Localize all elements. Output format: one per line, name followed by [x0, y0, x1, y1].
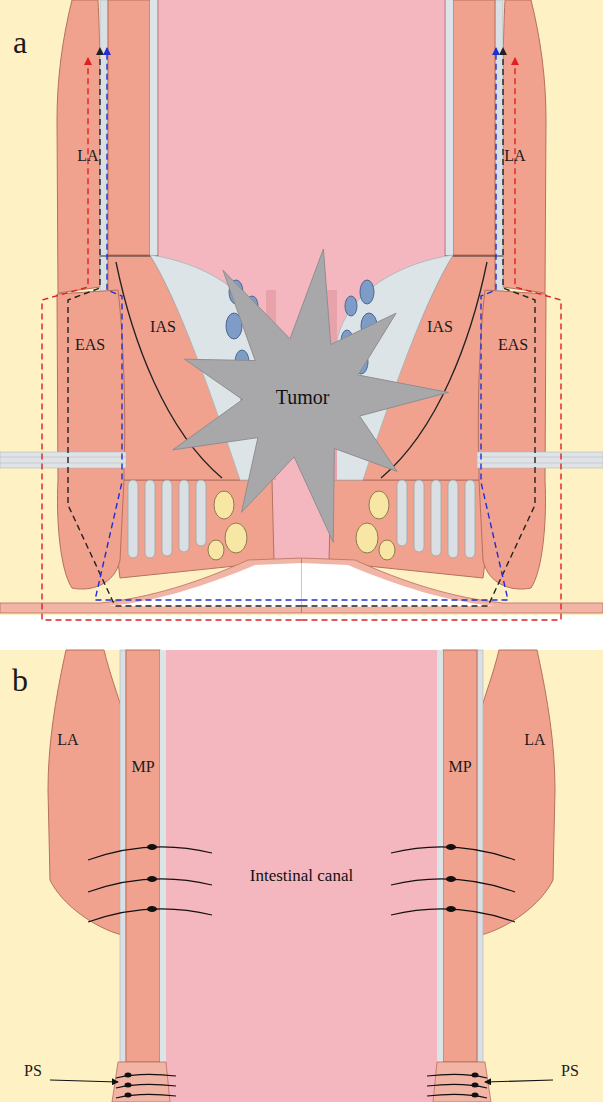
muscle-label: LA — [57, 732, 78, 748]
levator-ani — [57, 0, 100, 293]
resection-lines — [42, 48, 302, 620]
suture — [116, 1094, 176, 1098]
knot — [147, 876, 157, 882]
crypt — [128, 480, 138, 558]
muscle-label: LA — [77, 148, 98, 164]
suture — [88, 909, 212, 922]
resection-plane-red — [42, 58, 302, 620]
anal-glands — [208, 491, 247, 560]
knot — [147, 844, 157, 850]
resection-lines-mirror — [302, 48, 562, 620]
gland — [208, 540, 224, 560]
panel-a-half-mirror — [301, 0, 603, 613]
muscle-label: LA — [524, 732, 545, 748]
crypt — [162, 480, 172, 556]
tumor-shape: Tumor — [150, 245, 455, 550]
sutures — [50, 844, 212, 1098]
leader-arrow — [50, 1080, 118, 1082]
rectal-wall — [108, 0, 150, 256]
gland — [225, 523, 247, 553]
resection-plane-black — [68, 48, 302, 606]
band-line — [0, 457, 126, 458]
knot — [125, 1073, 132, 1078]
external-sphincter — [57, 290, 125, 589]
muscle-label: EAS — [75, 337, 105, 353]
muscle-label: EAS — [498, 337, 528, 353]
node-text: Tumor — [276, 386, 330, 409]
muscle-label: MP — [131, 759, 154, 775]
anal-skin — [112, 1062, 170, 1102]
panel-letter: b — [12, 664, 28, 696]
crypt — [145, 480, 155, 558]
levator-ani — [48, 650, 122, 935]
knot — [125, 1083, 132, 1088]
anal-crypts — [128, 480, 206, 558]
node-text: Intestinal canal — [250, 866, 353, 886]
suture — [116, 1084, 176, 1088]
tumor-outline — [173, 249, 449, 542]
band-fill — [0, 452, 126, 468]
suture-knots — [125, 844, 158, 1098]
fascia-layer — [120, 650, 126, 1062]
muscle-label: MP — [448, 759, 471, 775]
wall-boundary — [100, 256, 158, 257]
structure-label: PS — [561, 1063, 579, 1079]
anal-opening — [108, 563, 302, 607]
muscle-label: IAS — [150, 319, 176, 335]
suture-lines — [88, 847, 212, 1098]
fat-tissue — [0, 650, 603, 1102]
submucosa — [160, 650, 166, 1070]
crypt — [196, 480, 206, 546]
muscularis-propria — [126, 650, 160, 1062]
muscle-label: IAS — [427, 319, 453, 335]
lumen-band: Intestinal canal — [166, 650, 437, 1102]
muscle-label: LA — [504, 148, 525, 164]
band-line — [0, 463, 126, 464]
suture — [88, 879, 212, 892]
knot — [125, 1093, 132, 1098]
sutures-mirror — [391, 844, 553, 1098]
panel-letter: a — [13, 26, 27, 58]
gland — [214, 491, 234, 519]
structure-label: PS — [24, 1063, 42, 1079]
resection-plane-blue — [95, 48, 302, 600]
submucosa — [150, 0, 158, 256]
mucosa-line — [157, 0, 159, 256]
knot — [147, 906, 157, 912]
crypt — [179, 480, 189, 552]
perianal-skin — [0, 558, 302, 613]
fat-tissue — [0, 0, 603, 615]
fat-band — [0, 452, 126, 468]
suture — [88, 847, 212, 860]
suture — [116, 1074, 176, 1078]
